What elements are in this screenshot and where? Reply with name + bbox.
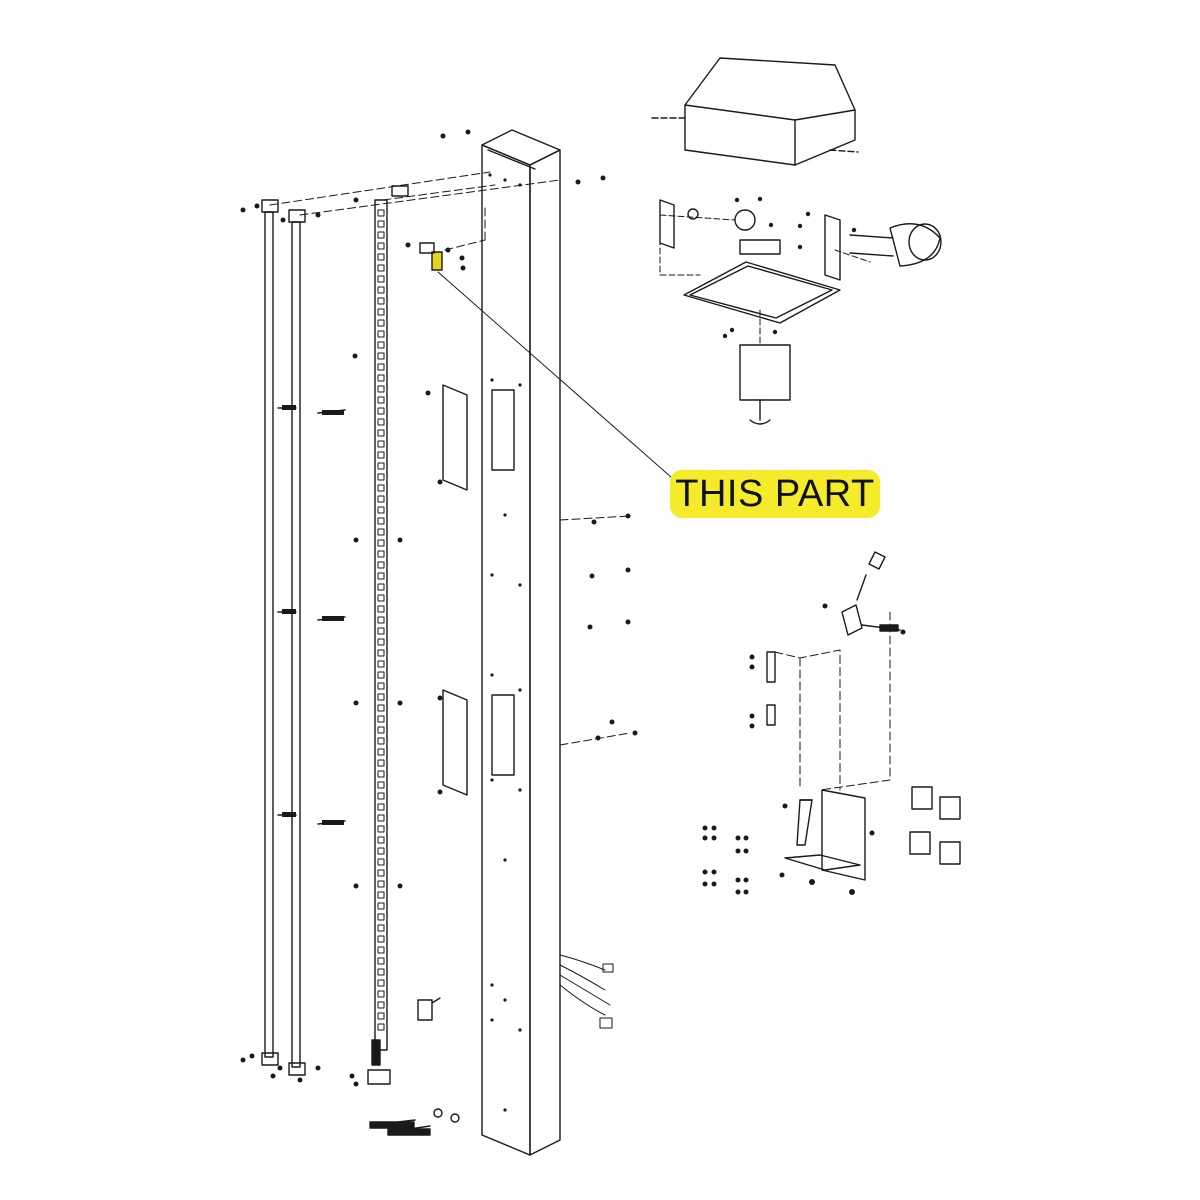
highlighted-part [405, 242, 681, 486]
cover-box [651, 57, 859, 166]
access-covers [425, 384, 468, 796]
bracket-assembly [659, 196, 942, 425]
assembly-guides [269, 171, 631, 746]
bottom-hardware [369, 997, 460, 1136]
this-part-callout: THIS PART [670, 470, 880, 518]
fasteners [440, 129, 638, 741]
perforated-strip [349, 185, 409, 1087]
switch-assembly [702, 551, 961, 895]
main-post [481, 129, 561, 1156]
rod-assembly [240, 199, 346, 1083]
wiring-harness [559, 954, 614, 1029]
